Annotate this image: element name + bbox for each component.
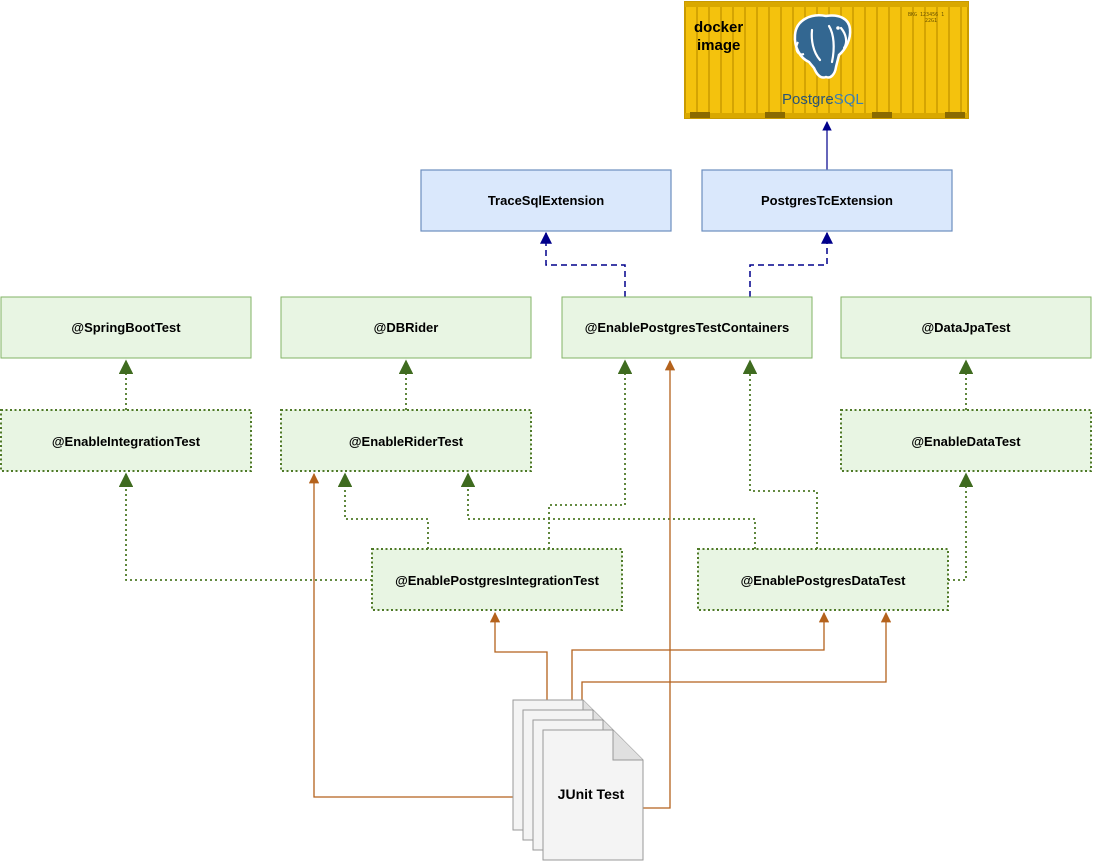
junit-usage-edges xyxy=(308,359,892,809)
edge-junit-to-pg-data-left xyxy=(571,611,830,706)
enable-postgres-test-containers-node: @EnablePostgresTestContainers xyxy=(561,296,813,359)
svg-text:@SpringBootTest: @SpringBootTest xyxy=(71,320,181,335)
svg-text:@EnablePostgresTestContainers: @EnablePostgresTestContainers xyxy=(585,320,790,335)
docker-image-label-line2: image xyxy=(697,37,740,54)
edge-junit-to-test-containers xyxy=(643,359,676,809)
spring-boot-test-node: @SpringBootTest xyxy=(0,296,252,359)
edge-pg-data-to-rider-test xyxy=(460,472,756,549)
svg-text:@EnableDataTest: @EnableDataTest xyxy=(911,434,1021,449)
junit-test-documents: JUnit Test xyxy=(512,699,644,861)
edge-pg-data-to-data-test xyxy=(948,472,974,581)
svg-text:@EnableIntegrationTest: @EnableIntegrationTest xyxy=(52,434,201,449)
svg-text:PostgresTcExtension: PostgresTcExtension xyxy=(761,193,893,208)
enable-data-test-node: @EnableDataTest xyxy=(840,409,1092,472)
edge-pg-integration-to-integration-test xyxy=(118,472,372,581)
svg-text:TraceSqlExtension: TraceSqlExtension xyxy=(488,193,604,208)
edge-junit-to-pg-integration xyxy=(489,611,548,700)
svg-text:@EnablePostgresIntegrationTest: @EnablePostgresIntegrationTest xyxy=(395,573,600,588)
data-jpa-test-node: @DataJpaTest xyxy=(840,296,1092,359)
edge-pg-integration-to-rider-test xyxy=(337,472,429,549)
docker-image-container: docker image BKG 123456 1 22G1 PostgreSQ… xyxy=(684,1,969,119)
container-stamp-line2: 22G1 xyxy=(925,18,937,24)
enable-rider-test-node: @EnableRiderTest xyxy=(280,409,532,472)
edge-test-containers-to-trace-sql xyxy=(540,231,626,297)
postgresql-elephant-icon xyxy=(793,14,852,79)
svg-text:@EnableRiderTest: @EnableRiderTest xyxy=(349,434,464,449)
edge-junit-to-pg-data-right xyxy=(581,611,892,712)
enable-integration-test-node: @EnableIntegrationTest xyxy=(0,409,252,472)
enable-postgres-integration-test-node: @EnablePostgresIntegrationTest xyxy=(371,548,623,611)
edge-pg-integration-to-test-containers xyxy=(548,359,633,549)
db-rider-node: @DBRider xyxy=(280,296,532,359)
docker-image-label-line1: docker xyxy=(694,19,743,36)
container-stamp-line1: BKG 123456 1 xyxy=(908,12,944,18)
junit-test-label: JUnit Test xyxy=(558,786,625,802)
edge-pg-data-to-test-containers xyxy=(742,359,818,549)
svg-text:@DataJpaTest: @DataJpaTest xyxy=(921,320,1011,335)
dotted-meta-annotation-edges xyxy=(118,359,974,581)
edge-test-containers-to-tc-extension xyxy=(749,231,833,297)
enable-postgres-data-test-node: @EnablePostgresDataTest xyxy=(697,548,949,611)
edge-junit-to-rider-test xyxy=(308,472,513,798)
svg-text:@DBRider: @DBRider xyxy=(374,320,439,335)
document-icon xyxy=(542,729,644,861)
trace-sql-extension-node: TraceSqlExtension xyxy=(420,169,672,232)
postgres-tc-extension-node: PostgresTcExtension xyxy=(701,169,953,232)
postgresql-wordmark: PostgreSQL xyxy=(782,91,864,108)
svg-text:@EnablePostgresDataTest: @EnablePostgresDataTest xyxy=(741,573,907,588)
